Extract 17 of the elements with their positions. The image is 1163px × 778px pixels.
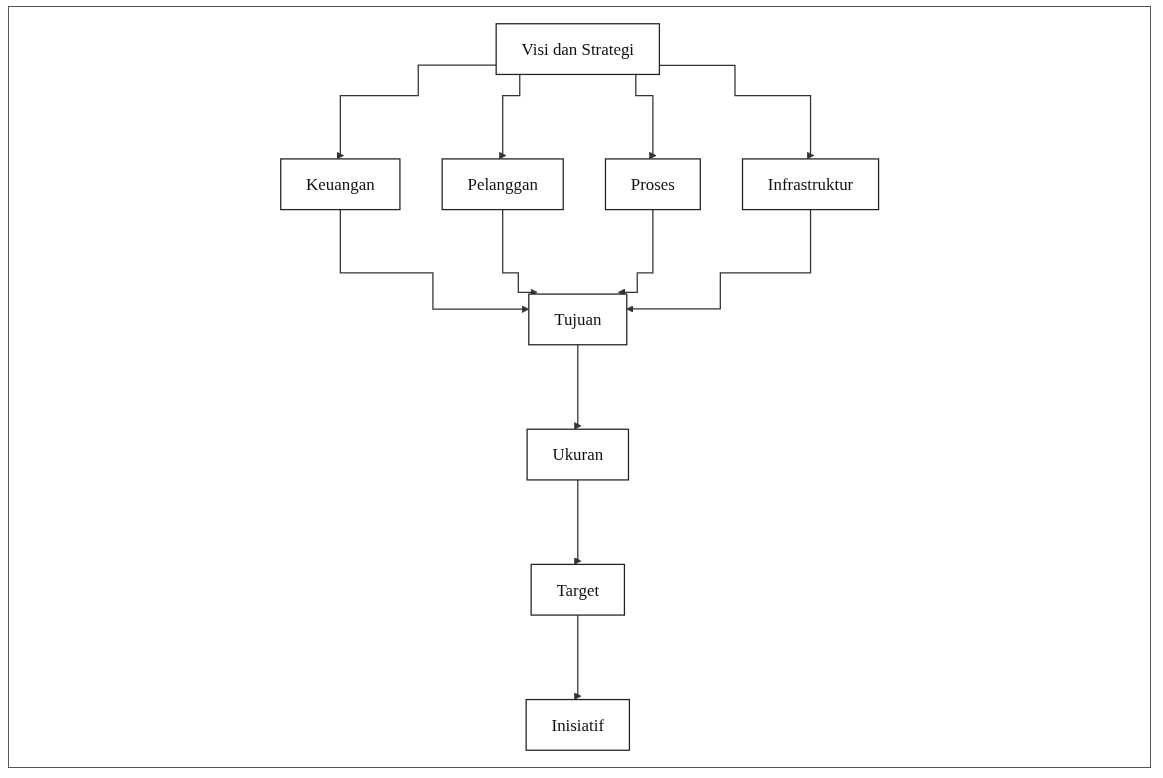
arrow — [617, 208, 654, 296]
node-box — [495, 23, 660, 76]
node-box — [279, 158, 401, 211]
arrow — [573, 479, 582, 565]
diagram-frame: Visi dan Strategi Keuangan Pelanggan Proses Infrastruktur Tujuan Ukuran Target Inisiatif — [8, 6, 1151, 768]
node-box — [528, 293, 628, 346]
node-box — [441, 158, 564, 211]
arrow — [573, 344, 582, 430]
arrow — [626, 208, 811, 313]
node-box — [530, 563, 625, 616]
arrow — [501, 208, 538, 296]
arrow — [573, 614, 582, 700]
arrow — [336, 64, 497, 160]
node-box — [741, 158, 880, 211]
node-box — [604, 158, 701, 211]
node-box — [526, 428, 629, 481]
node-box — [525, 698, 630, 751]
